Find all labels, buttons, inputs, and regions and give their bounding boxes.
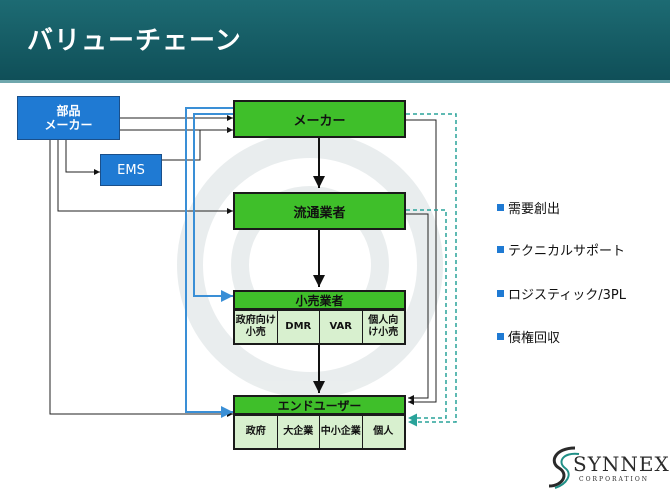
end-user-segment-enterprise: 大企業 xyxy=(278,416,320,448)
end-user-segment-smb: 中小企業 xyxy=(320,416,363,448)
parts-maker-box: 部品 メーカー xyxy=(17,96,120,140)
retail-segment-government: 政府向け 小売 xyxy=(235,311,278,343)
bullet-collections: 債権回収 xyxy=(497,327,560,346)
synnex-logo: SYNNEX CORPORATION xyxy=(545,440,669,495)
maker-box: メーカー xyxy=(233,100,406,138)
retail-segment-consumer: 個人向 け小売 xyxy=(368,314,399,339)
retail-segment-dmr: DMR xyxy=(278,311,320,343)
bullet-text: 債権回収 xyxy=(508,331,561,346)
blue-feedback-arrows xyxy=(185,107,233,418)
bullet-tech-support: テクニカルサポート xyxy=(497,240,625,259)
bullet-square-icon xyxy=(497,246,504,253)
page-title: バリューチェーン xyxy=(27,26,242,56)
header-divider xyxy=(0,80,670,83)
end-user-header: エンドユーザー xyxy=(233,395,406,415)
bullet-text: ロジスティック/3PL xyxy=(508,288,626,303)
bullet-logistics: ロジスティック/3PL xyxy=(497,284,626,303)
distributor-box: 流通業者 xyxy=(233,192,406,230)
parts-maker-arrows xyxy=(49,115,233,417)
bullet-text: テクニカルサポート xyxy=(508,244,626,259)
logo-subtext: CORPORATION xyxy=(579,476,650,483)
end-user-segments: 政府 大企業 中小企業 個人 xyxy=(233,414,406,450)
retailer-header: 小売業者 xyxy=(233,290,406,310)
bullet-square-icon xyxy=(497,204,504,211)
bullet-square-icon xyxy=(497,290,504,297)
retail-segment-var: VAR xyxy=(320,311,363,343)
watermark-swirl xyxy=(177,132,443,398)
title-bar: バリューチェーン xyxy=(0,0,670,80)
bullet-text: 需要創出 xyxy=(508,202,561,217)
logo-wordmark: SYNNEX xyxy=(573,452,670,476)
right-black-arrows xyxy=(406,119,437,405)
right-teal-arrows xyxy=(406,113,457,427)
synnex-swirl-icon xyxy=(548,446,580,489)
end-user-segment-government: 政府 xyxy=(235,416,278,448)
ems-box: EMS xyxy=(100,154,162,186)
bullet-square-icon xyxy=(497,333,504,340)
end-user-segment-individual: 個人 xyxy=(373,425,394,437)
bullet-demand-creation: 需要創出 xyxy=(497,198,560,217)
retailer-segments: 政府向け 小売 DMR VAR 個人向 け小売 xyxy=(233,309,406,345)
